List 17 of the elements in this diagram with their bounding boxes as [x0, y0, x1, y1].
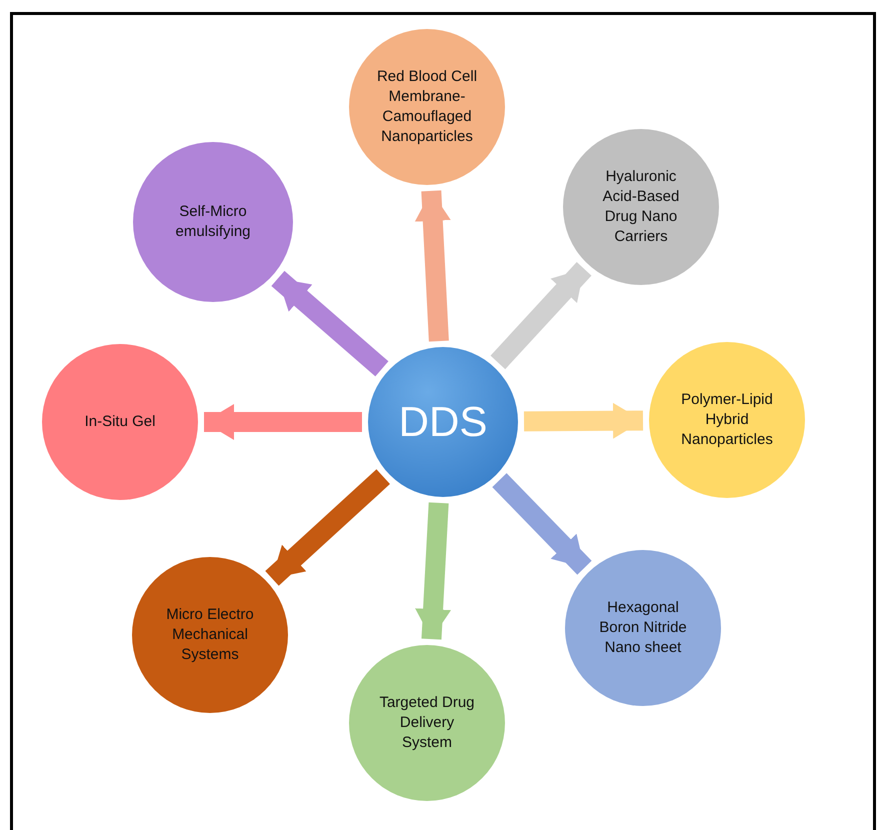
circle-label: Red Blood Cell Membrane-Camouflaged Nanoparticles — [376, 66, 478, 148]
block-arrow — [492, 473, 592, 575]
circle-label: In-Situ Gel — [84, 412, 156, 432]
circle-label: Hexagonal Boron Nitride Nano sheet — [598, 598, 688, 658]
circle-label: Self-Micro emulsifying — [174, 202, 252, 242]
block-arrow — [271, 270, 388, 376]
circle-label: Hyaluronic Acid-Based Drug Nano Carriers — [602, 166, 680, 248]
circle-label: Micro Electro Mechanical Systems — [165, 604, 255, 666]
block-arrow — [265, 469, 390, 586]
circle-label: Targeted Drug Delivery System — [378, 692, 476, 754]
block-arrow — [414, 190, 451, 342]
block-arrow — [204, 404, 362, 440]
block-arrow — [490, 262, 592, 370]
center-label: DDS — [398, 396, 488, 447]
block-arrow — [524, 402, 644, 439]
circle-label: Polymer-Lipid Hybrid Nanoparticles — [680, 390, 774, 450]
block-arrow — [415, 502, 452, 640]
